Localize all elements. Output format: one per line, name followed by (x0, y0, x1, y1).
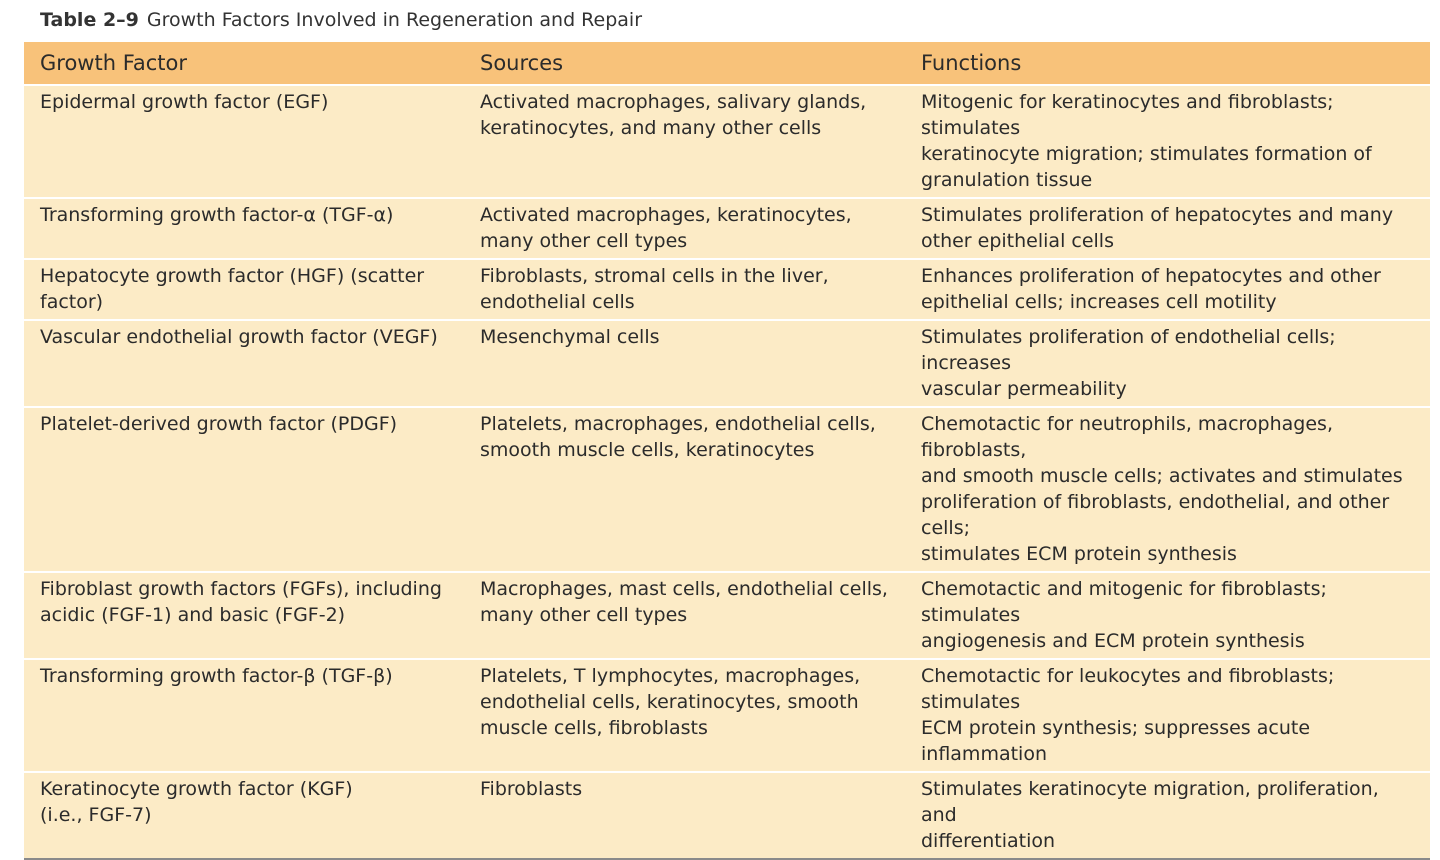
table-title: Growth Factors Involved in Regeneration … (146, 9, 643, 31)
header-functions: Functions (921, 42, 1430, 85)
cell-growth-factor: Transforming growth factor-α (TGF-α) (24, 197, 480, 259)
table-caption: Table 2–9 Growth Factors Involved in Rege… (40, 9, 642, 31)
header-growth-factor: Growth Factor (24, 42, 480, 85)
cell-functions: Chemotactic and mitogenic for fibroblast… (921, 571, 1430, 659)
table-row: Fibroblast growth factors (FGFs), includ… (24, 571, 1430, 659)
cell-growth-factor: Fibroblast growth factors (FGFs), includ… (24, 571, 480, 659)
table-row: Platelet-derived growth factor (PDGF) Pl… (24, 406, 1430, 572)
cell-sources: Platelets, macrophages, endothelial cell… (480, 406, 921, 572)
cell-growth-factor: Hepatocyte growth factor (HGF) (scatter … (24, 258, 480, 320)
cell-sources: Activated macrophages, salivary glands, … (480, 84, 921, 198)
cell-sources: Fibroblasts (480, 771, 921, 859)
table-row: Hepatocyte growth factor (HGF) (scatter … (24, 258, 1430, 320)
table-row: Vascular endothelial growth factor (VEGF… (24, 319, 1430, 407)
cell-sources: Macrophages, mast cells, endothelial cel… (480, 571, 921, 659)
table-header-row: Growth Factor Sources Functions (24, 42, 1430, 85)
cell-functions: Chemotactic for neutrophils, macrophages… (921, 406, 1430, 572)
table-number: Table 2–9 (40, 9, 139, 31)
cell-growth-factor: Epidermal growth factor (EGF) (24, 84, 480, 198)
cell-functions: Stimulates keratinocyte migration, proli… (921, 771, 1430, 859)
cell-growth-factor: Keratinocyte growth factor (KGF) (i.e., … (24, 771, 480, 859)
growth-factors-table: Growth Factor Sources Functions Epiderma… (24, 42, 1430, 860)
cell-functions: Stimulates proliferation of hepatocytes … (921, 197, 1430, 259)
cell-growth-factor: Vascular endothelial growth factor (VEGF… (24, 319, 480, 407)
cell-sources: Mesenchymal cells (480, 319, 921, 407)
table-row: Keratinocyte growth factor (KGF) (i.e., … (24, 771, 1430, 859)
header-sources: Sources (480, 42, 921, 85)
cell-functions: Stimulates proliferation of endothelial … (921, 319, 1430, 407)
cell-functions: Mitogenic for keratinocytes and fibrobla… (921, 84, 1430, 198)
cell-sources: Fibroblasts, stromal cells in the liver,… (480, 258, 921, 320)
cell-growth-factor: Platelet-derived growth factor (PDGF) (24, 406, 480, 572)
cell-sources: Activated macrophages, keratinocytes, ma… (480, 197, 921, 259)
table-row: Epidermal growth factor (EGF) Activated … (24, 84, 1430, 198)
cell-functions: Enhances proliferation of hepatocytes an… (921, 258, 1430, 320)
table-row: Transforming growth factor-α (TGF-α) Act… (24, 197, 1430, 259)
